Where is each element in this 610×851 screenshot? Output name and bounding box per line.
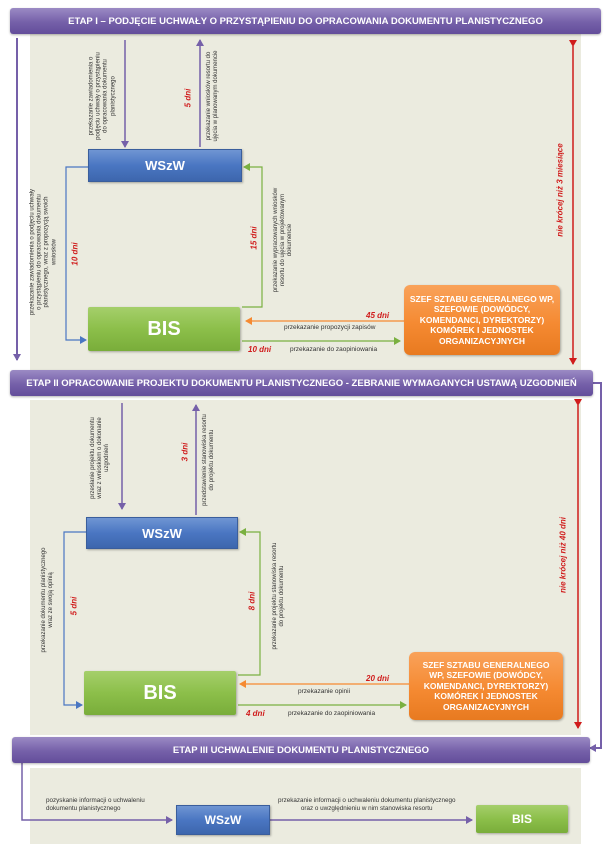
stage2-szef-box: SZEF SZTABU GENERALNEGO WP, SZEFOWIE (DO… [409,652,563,720]
stage2-bis-box: BIS [84,671,236,715]
stage2-limit: nie krócej niż 40 dni [558,516,568,594]
szef-line: WP, SZEFOWIE (DOWÓDCY, [429,670,543,681]
szef-line: SZEF SZTABU GENERALNEGO WP, [409,293,555,304]
stage1-days-zaopiniowania: 10 dni [248,345,272,354]
szef-line: KOMENDANCI, DYREKTORZY) [419,314,545,325]
stage1-limit: nie krócej niż 3 miesiące [555,143,565,237]
szef-line: SZEF SZTABU GENERALNEGO [422,659,550,670]
szef-line: SZEFOWIE (DOWÓDCY, [433,304,531,315]
stage1-bis-box: BIS [88,307,240,351]
stage2-label-zaopiniowania: przekazanie do zaopiniowania [288,710,376,717]
stage1-wszw-box: WSzW [88,149,242,182]
stage2-days-right: 8 dni [247,591,257,611]
stage1-banner: ETAP I – PODJĘCIE UCHWAŁY O PRZYSTĄPIENI… [10,8,601,34]
stage3-bis-box: BIS [476,805,568,833]
stage2-label-opinii: przekazanie opinii [298,688,351,695]
stage1-szef-box: SZEF SZTABU GENERALNEGO WP, SZEFOWIE (DO… [404,285,560,355]
stage1-days-out-wszw: 5 dni [183,88,193,108]
stage3-banner: ETAP III UCHWALENIE DOKUMENTU PLANISTYCZ… [12,737,590,763]
stage2-days-out-wszw: 3 dni [180,442,190,462]
stage3-label-right: przekazanie informacji o uchwaleniu doku… [278,797,456,812]
szef-line: ORGANIZACYJNYCH [443,701,529,712]
stage1-label-left: przekazanie zawiadomienia o podjęciu uch… [29,188,58,316]
stage3-wszw-box: WSzW [176,805,270,835]
stage1-label-propozycji: przekazanie propozycji zapisów [284,324,376,331]
stage2-days-opinii: 20 dni [366,674,390,683]
stage2-banner: ETAP II OPRACOWANIE PROJEKTU DOKUMENTU P… [10,370,593,396]
szef-line: KOMENDANCI, DYREKTORZY) [423,680,549,691]
stage1-days-left: 10 dni [70,242,80,266]
stage2-wszw-box: WSzW [86,517,238,549]
szef-line: ORGANIZACYJNYCH [439,335,525,346]
stage2-days-left: 5 dni [69,596,79,616]
stage1-label-zaopiniowania: przekazanie do zaopiniowania [290,346,378,353]
szef-line: KOMÓREK I JEDNOSTEK [430,325,534,336]
stage1-days-right: 15 dni [249,226,259,250]
stage1-days-propozycji: 45 dni [366,311,390,320]
szef-line: KOMÓREK I JEDNOSTEK [434,691,538,702]
stage2-days-zaopiniowania: 4 dni [246,709,265,718]
